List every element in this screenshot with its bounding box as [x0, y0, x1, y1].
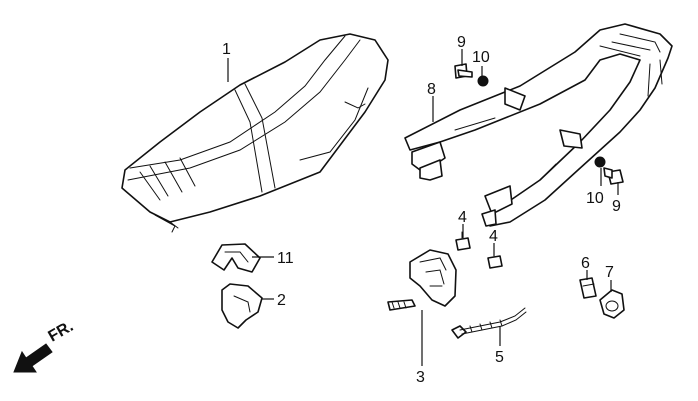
front-direction-label: FR. — [46, 318, 77, 346]
bracket-part — [211, 243, 261, 273]
callout-3: 3 — [416, 369, 425, 386]
callout-11: 11 — [277, 250, 294, 267]
callout-10-upper: 10 — [472, 49, 490, 66]
seat-stay-part — [221, 283, 263, 329]
bolt-upper-part — [454, 63, 473, 79]
bolt-lower-part — [603, 167, 624, 185]
screw-upper-part — [455, 231, 471, 251]
callout-7: 7 — [605, 264, 614, 281]
seat-lock-part — [387, 249, 457, 311]
collar-upper-part — [477, 75, 489, 87]
callout-6: 6 — [581, 255, 590, 272]
callout-1: 1 — [222, 41, 231, 58]
callout-5: 5 — [495, 349, 504, 366]
callout-10-lower: 10 — [586, 190, 604, 207]
rear-carrier-part — [404, 23, 673, 227]
leader-lines — [227, 49, 619, 366]
callout-labels: 1 8 9 10 10 9 4 4 11 2 3 5 6 7 — [222, 34, 621, 386]
callout-4-upper: 4 — [458, 209, 467, 226]
front-direction-indicator: FR. — [13, 318, 77, 373]
clip-part — [579, 277, 597, 299]
callout-8: 8 — [427, 81, 436, 98]
callout-9-lower: 9 — [612, 198, 621, 215]
seat-part — [121, 33, 389, 233]
cap-part — [599, 289, 625, 319]
callout-2: 2 — [277, 292, 286, 309]
callout-4-lower: 4 — [489, 228, 498, 245]
collar-lower-part — [594, 156, 606, 168]
screw-lower-part — [487, 249, 503, 269]
callout-9-upper: 9 — [457, 34, 466, 51]
front-direction-arrow-icon — [13, 343, 53, 373]
seat-cable-part — [451, 307, 527, 339]
